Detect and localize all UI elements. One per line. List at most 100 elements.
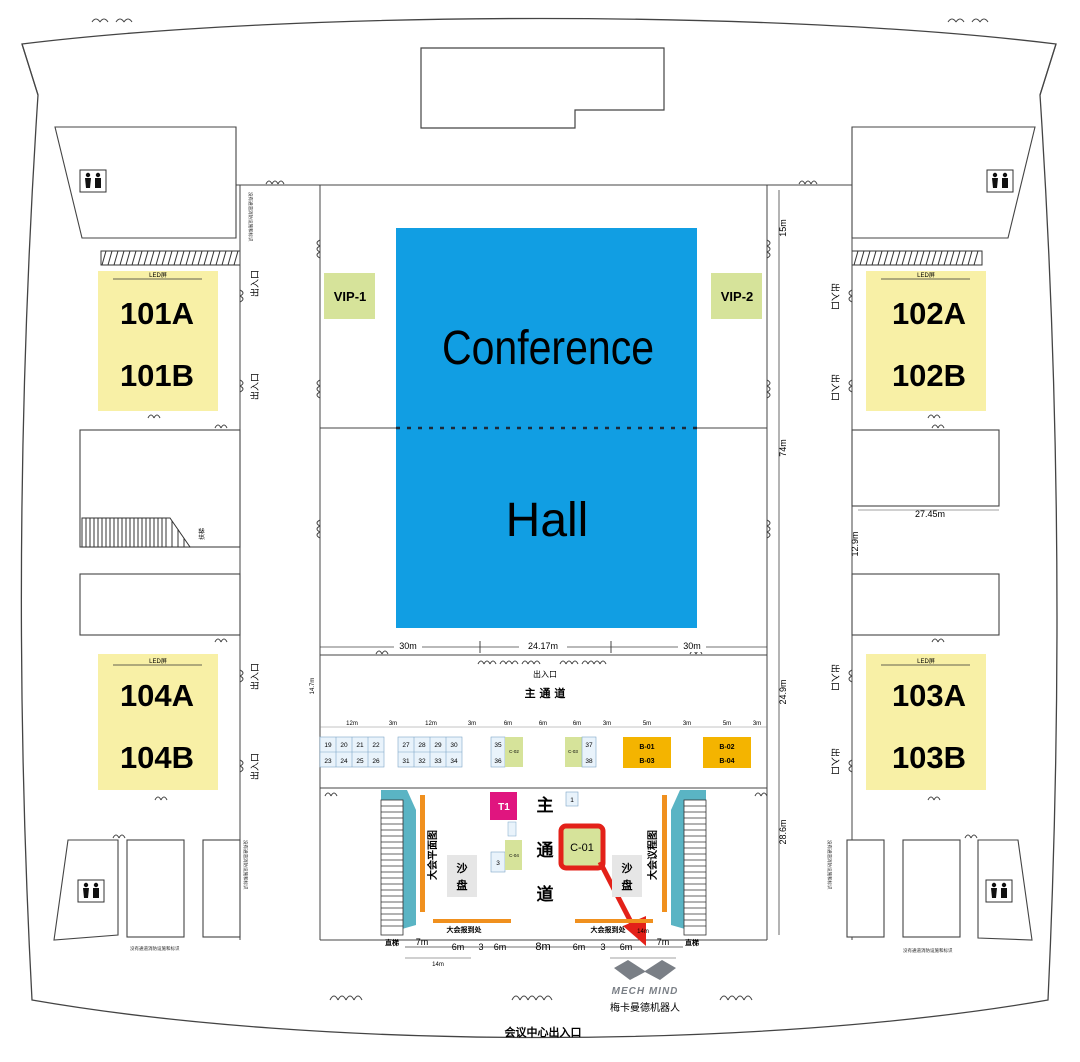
- svg-text:31: 31: [402, 758, 410, 765]
- svg-text:6m: 6m: [494, 942, 507, 952]
- svg-text:B-02: B-02: [719, 744, 734, 751]
- led-screen-label: LED屏: [149, 272, 167, 279]
- svg-text:3: 3: [478, 942, 483, 952]
- brand-name: MECH MIND: [612, 986, 679, 997]
- svg-text:5m: 5m: [723, 721, 731, 727]
- vip-1-label: VIP-1: [334, 289, 367, 304]
- svg-text:3m: 3m: [468, 721, 476, 727]
- svg-text:3m: 3m: [389, 721, 397, 727]
- svg-text:6m: 6m: [452, 942, 465, 952]
- svg-text:6m: 6m: [504, 721, 512, 727]
- svg-text:38: 38: [585, 758, 593, 765]
- vip-2-label: VIP-2: [721, 289, 754, 304]
- booth-c01-highlight[interactable]: C-01: [558, 823, 606, 871]
- dimension-row-bottom: 7m 6m 3 6m 8m 6m 3 6m 7m 14m 14m: [405, 929, 683, 968]
- svg-text:19: 19: [324, 742, 332, 749]
- hall-101b-label: 101B: [120, 358, 194, 393]
- vip-1-room[interactable]: VIP-1: [324, 273, 375, 319]
- hall-104a-label: 104A: [120, 678, 194, 713]
- top-left-room: [54, 126, 237, 239]
- svg-text:3m: 3m: [603, 721, 611, 727]
- svg-text:27: 27: [402, 742, 410, 749]
- svg-text:T1: T1: [498, 802, 510, 813]
- main-aisle-horizontal: 主 通 道: [525, 686, 566, 700]
- svg-text:25: 25: [356, 758, 364, 765]
- booth-37-38[interactable]: C-03 37 38: [565, 736, 597, 768]
- svg-text:30m: 30m: [399, 641, 417, 651]
- conference-center-exit-label: 会议中心出入口: [505, 1025, 582, 1039]
- booth-1[interactable]: 1: [565, 791, 579, 807]
- hall-104[interactable]: LED屏 104A 104B: [98, 654, 218, 790]
- restroom-icon: [985, 879, 1013, 903]
- svg-text:大会平面图: 大会平面图: [426, 830, 439, 880]
- led-screen-label: LED屏: [917, 272, 935, 279]
- staircase-left: 大会平面图: [380, 790, 439, 936]
- svg-text:没有通道消防设施和标识: 没有通道消防设施和标识: [826, 840, 833, 890]
- svg-text:6m: 6m: [573, 942, 586, 952]
- exit-label: 出入口: [829, 374, 841, 401]
- svg-text:盘: 盘: [622, 878, 633, 892]
- conference-hall[interactable]: Conference Hall: [396, 228, 697, 628]
- svg-text:27.45m: 27.45m: [915, 509, 945, 519]
- svg-text:5m: 5m: [643, 721, 651, 727]
- stair-hatch-right: [851, 250, 983, 266]
- svg-text:14m: 14m: [637, 929, 649, 935]
- svg-text:没有通道消防设施和标识: 没有通道消防设施和标识: [130, 945, 180, 952]
- booth-35-36[interactable]: 35 36 C-02: [490, 736, 523, 768]
- hall-103[interactable]: LED屏 103A 103B: [866, 654, 986, 790]
- svg-text:C-03: C-03: [568, 749, 578, 754]
- hall-101a-label: 101A: [120, 296, 194, 331]
- svg-text:7m: 7m: [657, 937, 670, 947]
- svg-text:30: 30: [450, 742, 458, 749]
- svg-text:3m: 3m: [753, 721, 761, 727]
- booth-grid-left[interactable]: [319, 736, 463, 768]
- svg-text:6m: 6m: [573, 721, 581, 727]
- top-building-block: [420, 47, 665, 129]
- svg-text:21: 21: [356, 742, 364, 749]
- svg-text:1: 1: [570, 797, 574, 804]
- svg-text:12m: 12m: [425, 721, 437, 727]
- fire-notes: 没有通道消防设施和标识 没有通道消防设施和标识 没有通道消防设施和标识 没有通道…: [130, 192, 953, 954]
- svg-text:C-02: C-02: [509, 749, 519, 754]
- registration-desk-left: 大会报到处: [433, 919, 511, 934]
- exit-label: 出入口: [249, 270, 261, 297]
- svg-text:28: 28: [418, 742, 426, 749]
- exit-label: 出入口: [829, 748, 841, 775]
- svg-text:没有通道消防设施和标识: 没有通道消防设施和标识: [903, 947, 953, 954]
- svg-text:32: 32: [418, 758, 426, 765]
- booth-b02-b04[interactable]: B-02 B-04: [703, 737, 751, 768]
- svg-text:26: 26: [372, 758, 380, 765]
- svg-text:8m: 8m: [535, 941, 550, 953]
- svg-text:B-04: B-04: [719, 758, 734, 765]
- hall-102[interactable]: LED屏 102A 102B: [866, 271, 986, 411]
- escalator-label: 扶梯: [198, 528, 206, 540]
- exit-top-label: 出入口: [533, 669, 557, 679]
- svg-text:24.9m: 24.9m: [778, 679, 788, 704]
- booth-b01-b03[interactable]: B-01 B-03: [623, 737, 671, 768]
- svg-text:12.9m: 12.9m: [850, 531, 860, 556]
- main-aisle-v1: 主: [537, 795, 554, 816]
- svg-text:74m: 74m: [778, 439, 788, 457]
- led-screen-label: LED屏: [917, 658, 935, 665]
- svg-text:B-01: B-01: [639, 744, 654, 751]
- booth-c01-label: C-01: [570, 842, 594, 854]
- svg-text:盘: 盘: [457, 878, 468, 892]
- svg-text:24.17m: 24.17m: [528, 641, 558, 651]
- hall-101[interactable]: LED屏 101A 101B: [98, 271, 218, 411]
- exit-label: 出入口: [829, 664, 841, 691]
- vip-2-room[interactable]: VIP-2: [711, 273, 762, 319]
- svg-text:6m: 6m: [539, 721, 547, 727]
- restroom-icon: [79, 169, 107, 193]
- booth-c04-3[interactable]: 3 C-04: [490, 840, 522, 873]
- svg-text:大会报到处: 大会报到处: [591, 925, 627, 934]
- svg-text:29: 29: [434, 742, 442, 749]
- svg-text:C-04: C-04: [509, 853, 519, 858]
- booth-t1[interactable]: T1: [490, 792, 517, 820]
- svg-text:37: 37: [585, 742, 593, 749]
- svg-text:35: 35: [494, 742, 502, 749]
- mech-mind-logo: MECH MIND 梅卡曼德机器人: [610, 960, 680, 1014]
- registration-desk-right: 大会报到处: [575, 919, 653, 934]
- svg-text:23: 23: [324, 758, 332, 765]
- right-side-rooms: [851, 429, 1000, 636]
- elevator-label: 直梯: [385, 938, 399, 947]
